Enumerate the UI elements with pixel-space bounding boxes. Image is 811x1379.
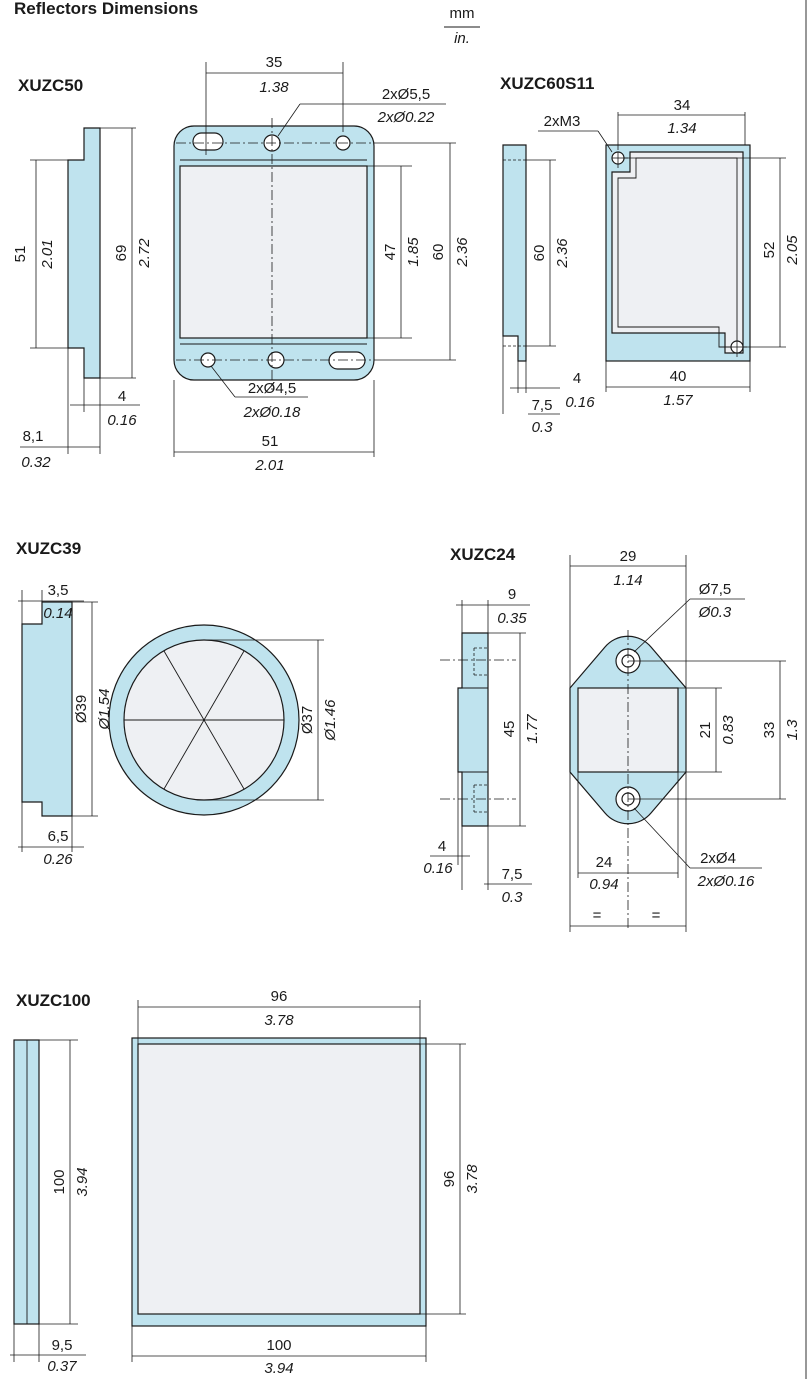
xuzc24-dim-29-in: 1.14	[613, 572, 642, 589]
xuzc39-dim-6-5-in: 0.26	[43, 851, 73, 868]
xuzc24-dim-9: 9	[508, 586, 516, 603]
xuzc39-dim-6-5: 6,5	[48, 828, 69, 845]
xuzc50-hole-top: 2xØ5,5	[382, 86, 430, 103]
xuzc50-hole-bottom-in: 2xØ0.18	[243, 404, 301, 421]
xuzc100-dim-100w-in: 3.94	[264, 1360, 293, 1377]
xuzc100-dim-96w: 96	[271, 988, 288, 1005]
xuzc100-dim-100w: 100	[266, 1337, 291, 1354]
xuzc24-dim-7-5-in: 0.3	[502, 889, 524, 906]
xuzc60s11-dim-7-5-in: 0.3	[532, 419, 554, 436]
xuzc39-dim-3-5-in: 0.14	[43, 605, 72, 622]
xuzc60s11-dim-4-in: 0.16	[565, 394, 595, 411]
unit-in-label: in.	[454, 30, 470, 47]
xuzc50-dim-51w: 51	[262, 433, 279, 450]
xuzc24-dim-4-in: 0.16	[423, 860, 453, 877]
xuzc50-drawing: XUZC50 51 2.01 69 2.72 4 0.16 8,1 0.32	[12, 54, 471, 474]
xuzc24-dim-7-5: 7,5	[502, 866, 523, 883]
xuzc39-side-view	[21, 601, 73, 817]
xuzc60s11-thread-m3: 2xM3	[544, 113, 581, 130]
xuzc100-dim-96h: 96	[441, 1171, 458, 1188]
xuzc24-hole-bottom-in: 2xØ0.16	[697, 873, 755, 890]
xuzc50-hole-bottom: 2xØ4,5	[248, 380, 296, 397]
xuzc100-reflector-face	[137, 1043, 421, 1315]
xuzc24-equal-left: =	[593, 907, 602, 924]
xuzc39-dim-d39: Ø39	[73, 695, 90, 723]
xuzc50-dim-35-in: 1.38	[259, 79, 289, 96]
xuzc50-dim-8-1-in: 0.32	[21, 454, 51, 471]
xuzc24-hole-top-in: Ø0.3	[698, 604, 732, 621]
xuzc39-drawing: XUZC39 3,5 0.14 Ø39 Ø1.54 6,5 0.26 Ø37 Ø…	[16, 539, 339, 868]
xuzc60s11-drawing: XUZC60S11 60 2.36 4 0.16 7,5 0.3 2xM3	[500, 74, 801, 436]
xuzc50-slot-bottom	[328, 351, 366, 370]
xuzc100-title: XUZC100	[16, 991, 91, 1010]
xuzc60s11-dim-52: 52	[761, 242, 778, 259]
xuzc100-dim-100h: 100	[51, 1169, 68, 1194]
xuzc60s11-dim-60: 60	[531, 245, 548, 262]
xuzc50-dim-8-1: 8,1	[23, 428, 44, 445]
xuzc24-side-view	[457, 632, 489, 827]
xuzc50-dim-51: 51	[12, 246, 29, 263]
xuzc50-dim-4-in: 0.16	[107, 412, 137, 429]
xuzc60s11-dim-52-in: 2.05	[784, 235, 801, 266]
xuzc50-reflector-face	[179, 165, 368, 339]
xuzc24-dim-9-in: 0.35	[497, 610, 527, 627]
xuzc60s11-dim-34-in: 1.34	[667, 120, 696, 137]
xuzc24-title: XUZC24	[450, 545, 516, 564]
xuzc50-dim-51w-in: 2.01	[254, 457, 284, 474]
xuzc24-drawing: XUZC24 9 0.35 45 1.77 4 0.16 7,5 0.3	[423, 545, 801, 932]
xuzc50-dim-47: 47	[382, 244, 399, 261]
xuzc60s11-dim-40: 40	[670, 368, 687, 385]
xuzc24-dim-33: 33	[761, 722, 778, 739]
xuzc24-dim-29: 29	[620, 548, 637, 565]
xuzc100-drawing: XUZC100 100 3.94 9,5 0.37 96 3.78 96 3.7…	[10, 988, 481, 1377]
xuzc50-dim-69-in: 2.72	[136, 238, 153, 269]
xuzc50-dim-51-in: 2.01	[39, 239, 56, 269]
xuzc100-dim-100h-in: 3.94	[74, 1167, 91, 1196]
xuzc60s11-side-view	[502, 144, 527, 362]
xuzc60s11-dim-34: 34	[674, 97, 691, 114]
xuzc24-dim-24: 24	[596, 854, 613, 871]
xuzc60s11-dim-4: 4	[573, 370, 581, 387]
xuzc24-hole-bottom: 2xØ4	[700, 850, 736, 867]
unit-mm-label: mm	[450, 5, 475, 22]
xuzc50-dim-35: 35	[266, 54, 283, 71]
xuzc60s11-reflector-face	[611, 151, 744, 354]
xuzc60s11-dim-40-in: 1.57	[663, 392, 693, 409]
xuzc50-dim-60: 60	[430, 244, 447, 261]
xuzc24-dim-4: 4	[438, 838, 446, 855]
xuzc100-dim-96w-in: 3.78	[264, 1012, 294, 1029]
xuzc24-dim-21-in: 0.83	[720, 715, 737, 745]
xuzc100-side-view	[13, 1039, 40, 1325]
xuzc100-dim-9-5-in: 0.37	[47, 1358, 77, 1375]
xuzc50-dim-4: 4	[118, 388, 126, 405]
xuzc50-slot-top	[192, 132, 224, 151]
xuzc100-dim-9-5: 9,5	[52, 1337, 73, 1354]
xuzc39-dim-d37-in: Ø1.46	[322, 699, 339, 742]
xuzc24-equal-right: =	[652, 907, 661, 924]
xuzc24-dim-45-in: 1.77	[524, 714, 541, 744]
xuzc50-title: XUZC50	[18, 76, 83, 95]
page-title: Reflectors Dimensions	[14, 0, 198, 18]
xuzc60s11-title: XUZC60S11	[500, 74, 595, 93]
xuzc24-dim-45: 45	[501, 721, 518, 738]
xuzc24-dim-33-in: 1.3	[784, 719, 801, 741]
xuzc100-dim-96h-in: 3.78	[464, 1164, 481, 1194]
xuzc60s11-dim-60-in: 2.36	[554, 238, 571, 269]
xuzc24-dim-24-in: 0.94	[589, 876, 618, 893]
xuzc39-dim-d37: Ø37	[299, 706, 316, 734]
xuzc24-dim-21: 21	[697, 722, 714, 739]
xuzc50-dim-69: 69	[113, 245, 130, 262]
xuzc60s11-dim-7-5: 7,5	[532, 397, 553, 414]
xuzc50-hole-top-in: 2xØ0.22	[377, 109, 435, 126]
xuzc50-side-view	[67, 127, 101, 379]
xuzc50-dim-47-in: 1.85	[405, 237, 422, 267]
xuzc24-hole-top: Ø7,5	[699, 581, 732, 598]
xuzc39-title: XUZC39	[16, 539, 81, 558]
xuzc50-dim-60-in: 2.36	[454, 237, 471, 268]
xuzc39-dim-3-5: 3,5	[48, 582, 69, 599]
